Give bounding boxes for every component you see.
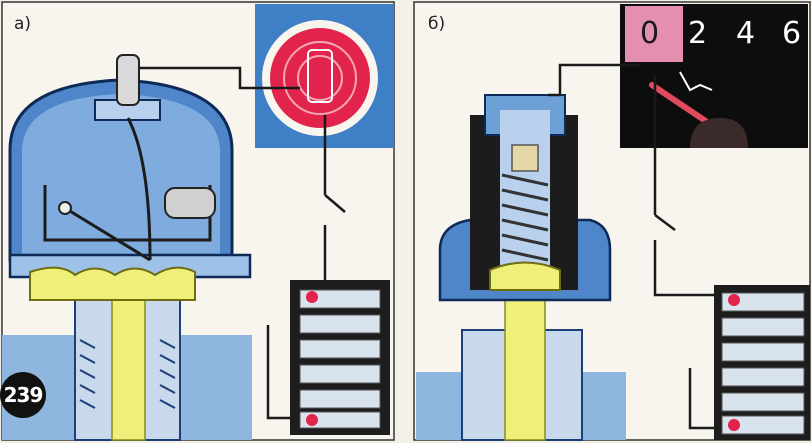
gauge-lamp-window [625, 6, 683, 62]
battery-b [714, 285, 810, 440]
diaphragm [29, 266, 196, 301]
rheostat-slider [511, 144, 539, 172]
diaphragm [489, 261, 561, 291]
panel-b-label: б) [428, 14, 446, 34]
terminal-negative [306, 414, 318, 426]
panel-a-wiring [140, 66, 346, 420]
gauge-tick-marks [679, 71, 713, 92]
terminal-screw [116, 54, 140, 106]
panel-b-sensor [416, 94, 626, 441]
coil-spring [501, 173, 549, 262]
oil-channel [111, 299, 146, 441]
terminal-negative [728, 419, 740, 431]
panel-a-sensor [2, 54, 252, 441]
battery-a [290, 280, 390, 435]
battery-cells [721, 292, 805, 435]
panel-a-label: а) [14, 14, 32, 34]
gauge-scale-0: 0 [640, 16, 660, 51]
gauge-scale-4: 4 [736, 16, 756, 51]
terminal-positive [306, 291, 318, 303]
lamp-ring-inner [297, 55, 343, 101]
contact-spring [164, 187, 216, 219]
needle-hub [690, 118, 748, 148]
terminal-positive [728, 294, 740, 306]
moving-contact [59, 203, 151, 262]
lamp-bulb [307, 49, 333, 103]
gauge-scale-2: 2 [688, 16, 708, 51]
pressure-gauge [620, 4, 808, 148]
panel-b-wiring [548, 63, 722, 430]
gauge-scale-6: 6 [782, 16, 802, 51]
thread-lines [79, 339, 176, 409]
battery-cells [299, 289, 381, 429]
contact-wire [126, 117, 152, 261]
contact-point [58, 201, 72, 215]
figure-number: 239 [0, 372, 46, 418]
oil-channel [504, 299, 546, 441]
lamp-ring [283, 41, 357, 115]
